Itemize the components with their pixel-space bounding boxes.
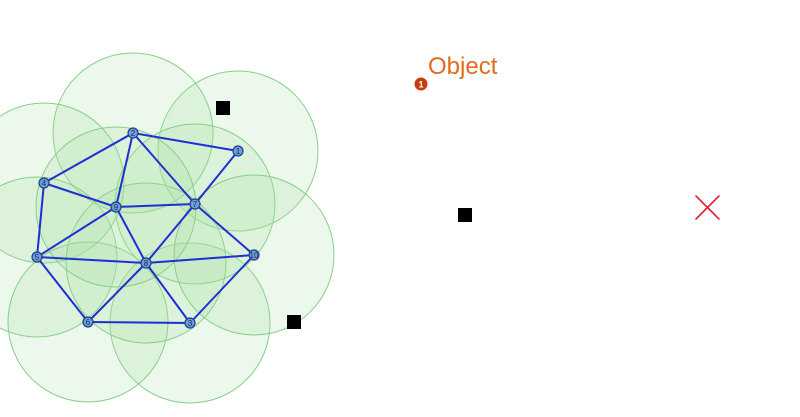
node-1: 1: [232, 145, 244, 157]
edge-5-6: [36, 256, 89, 323]
object-label: Object: [428, 53, 498, 80]
node-9: 9: [110, 201, 122, 213]
coverage-circle-5: [0, 176, 118, 338]
node-circle: [127, 127, 139, 139]
edge-7-10: [194, 203, 255, 256]
node-label: 10: [250, 251, 259, 260]
node-label: 4: [42, 179, 47, 188]
node-label: 8: [144, 259, 149, 268]
node-10: 10: [248, 249, 260, 261]
node-circle: [184, 317, 196, 329]
edge-1-7: [194, 150, 239, 205]
node-label: 3: [188, 319, 193, 328]
coverage-circles: [0, 52, 335, 404]
target-marker: [695, 195, 720, 220]
edge-5-8: [36, 256, 147, 264]
node-circle: [140, 257, 152, 269]
edge-3-10: [189, 254, 255, 324]
node-5: 5: [31, 251, 43, 263]
node-circle: [110, 201, 122, 213]
edge-8-10: [145, 254, 255, 264]
obstacle-1: [216, 101, 230, 115]
edge-8-6: [87, 262, 147, 323]
edge-4-5: [36, 182, 45, 258]
edge-2-1: [132, 132, 239, 152]
node-circle: [189, 198, 201, 210]
sensor-nodes: 1 2 3 4 5 6 7 8 9 10: [31, 127, 260, 329]
node-3: 3: [184, 317, 196, 329]
edge-2-4: [43, 132, 134, 184]
edge-2-9: [115, 132, 134, 208]
edge-9-8: [115, 206, 147, 264]
node-7: 7: [189, 198, 201, 210]
node-circle: [82, 316, 94, 328]
node-2: 2: [127, 127, 139, 139]
edge-9-5: [36, 206, 117, 258]
object-marker-number: 1: [418, 80, 423, 90]
node-label: 9: [114, 203, 119, 212]
node-circle: [31, 251, 43, 263]
node-8: 8: [140, 257, 152, 269]
edge-6-3: [87, 321, 191, 324]
node-label: 5: [35, 253, 40, 262]
x-mark-icon: [695, 195, 720, 220]
edge-4-9: [43, 182, 117, 208]
node-6: 6: [82, 316, 94, 328]
edge-8-3: [145, 262, 191, 324]
network-edges: [36, 132, 255, 324]
node-label: 6: [86, 318, 91, 327]
node-circle: [232, 145, 244, 157]
edge-9-7: [115, 203, 196, 208]
obstacle-2: [458, 208, 472, 222]
node-label: 2: [131, 129, 136, 138]
coverage-circle-4: [0, 102, 125, 264]
edge-7-8: [145, 203, 196, 264]
edge-2-7: [132, 132, 196, 205]
node-label: 1: [236, 147, 241, 156]
node-4: 4: [38, 177, 50, 189]
node-circle: [38, 177, 50, 189]
node-circle: [248, 249, 260, 261]
obstacle-3: [287, 315, 301, 329]
node-label: 7: [193, 200, 198, 209]
object-marker: 1 Object: [414, 53, 498, 91]
object-marker-dot: [414, 77, 428, 91]
obstacles: [216, 101, 472, 329]
